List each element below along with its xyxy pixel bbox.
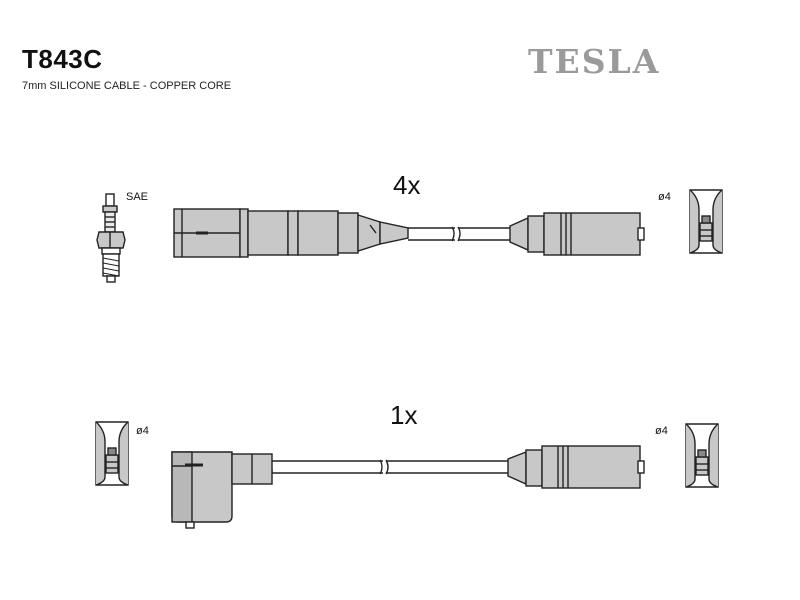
part-number: T843C — [22, 44, 103, 74]
cable-description: 7mm SILICONE CABLE - COPPER CORE — [22, 80, 232, 92]
cable-quantity-bottom: 1x — [390, 400, 418, 430]
coil-boot-bottom — [507, 445, 645, 489]
cable-quantity-top: 4x — [393, 170, 421, 200]
diameter-label-bottom-left: ø4 — [136, 425, 149, 437]
diameter-label-top-right: ø4 — [658, 191, 671, 203]
terminal-icon-top-right — [689, 189, 723, 254]
brand-logo: TESLA — [528, 42, 661, 81]
straight-plug-boot-top — [173, 208, 409, 258]
sae-label: SAE — [126, 191, 149, 203]
spark-plug-icon — [96, 193, 126, 283]
terminal-icon-bottom-left — [95, 421, 129, 486]
cable-wire-top — [408, 226, 510, 242]
terminal-icon-bottom-right — [685, 423, 719, 488]
angled-plug-boot-bottom — [171, 451, 273, 529]
cable-wire-bottom — [272, 459, 508, 475]
diameter-label-bottom-right: ø4 — [655, 425, 668, 437]
coil-boot-top — [509, 212, 645, 256]
